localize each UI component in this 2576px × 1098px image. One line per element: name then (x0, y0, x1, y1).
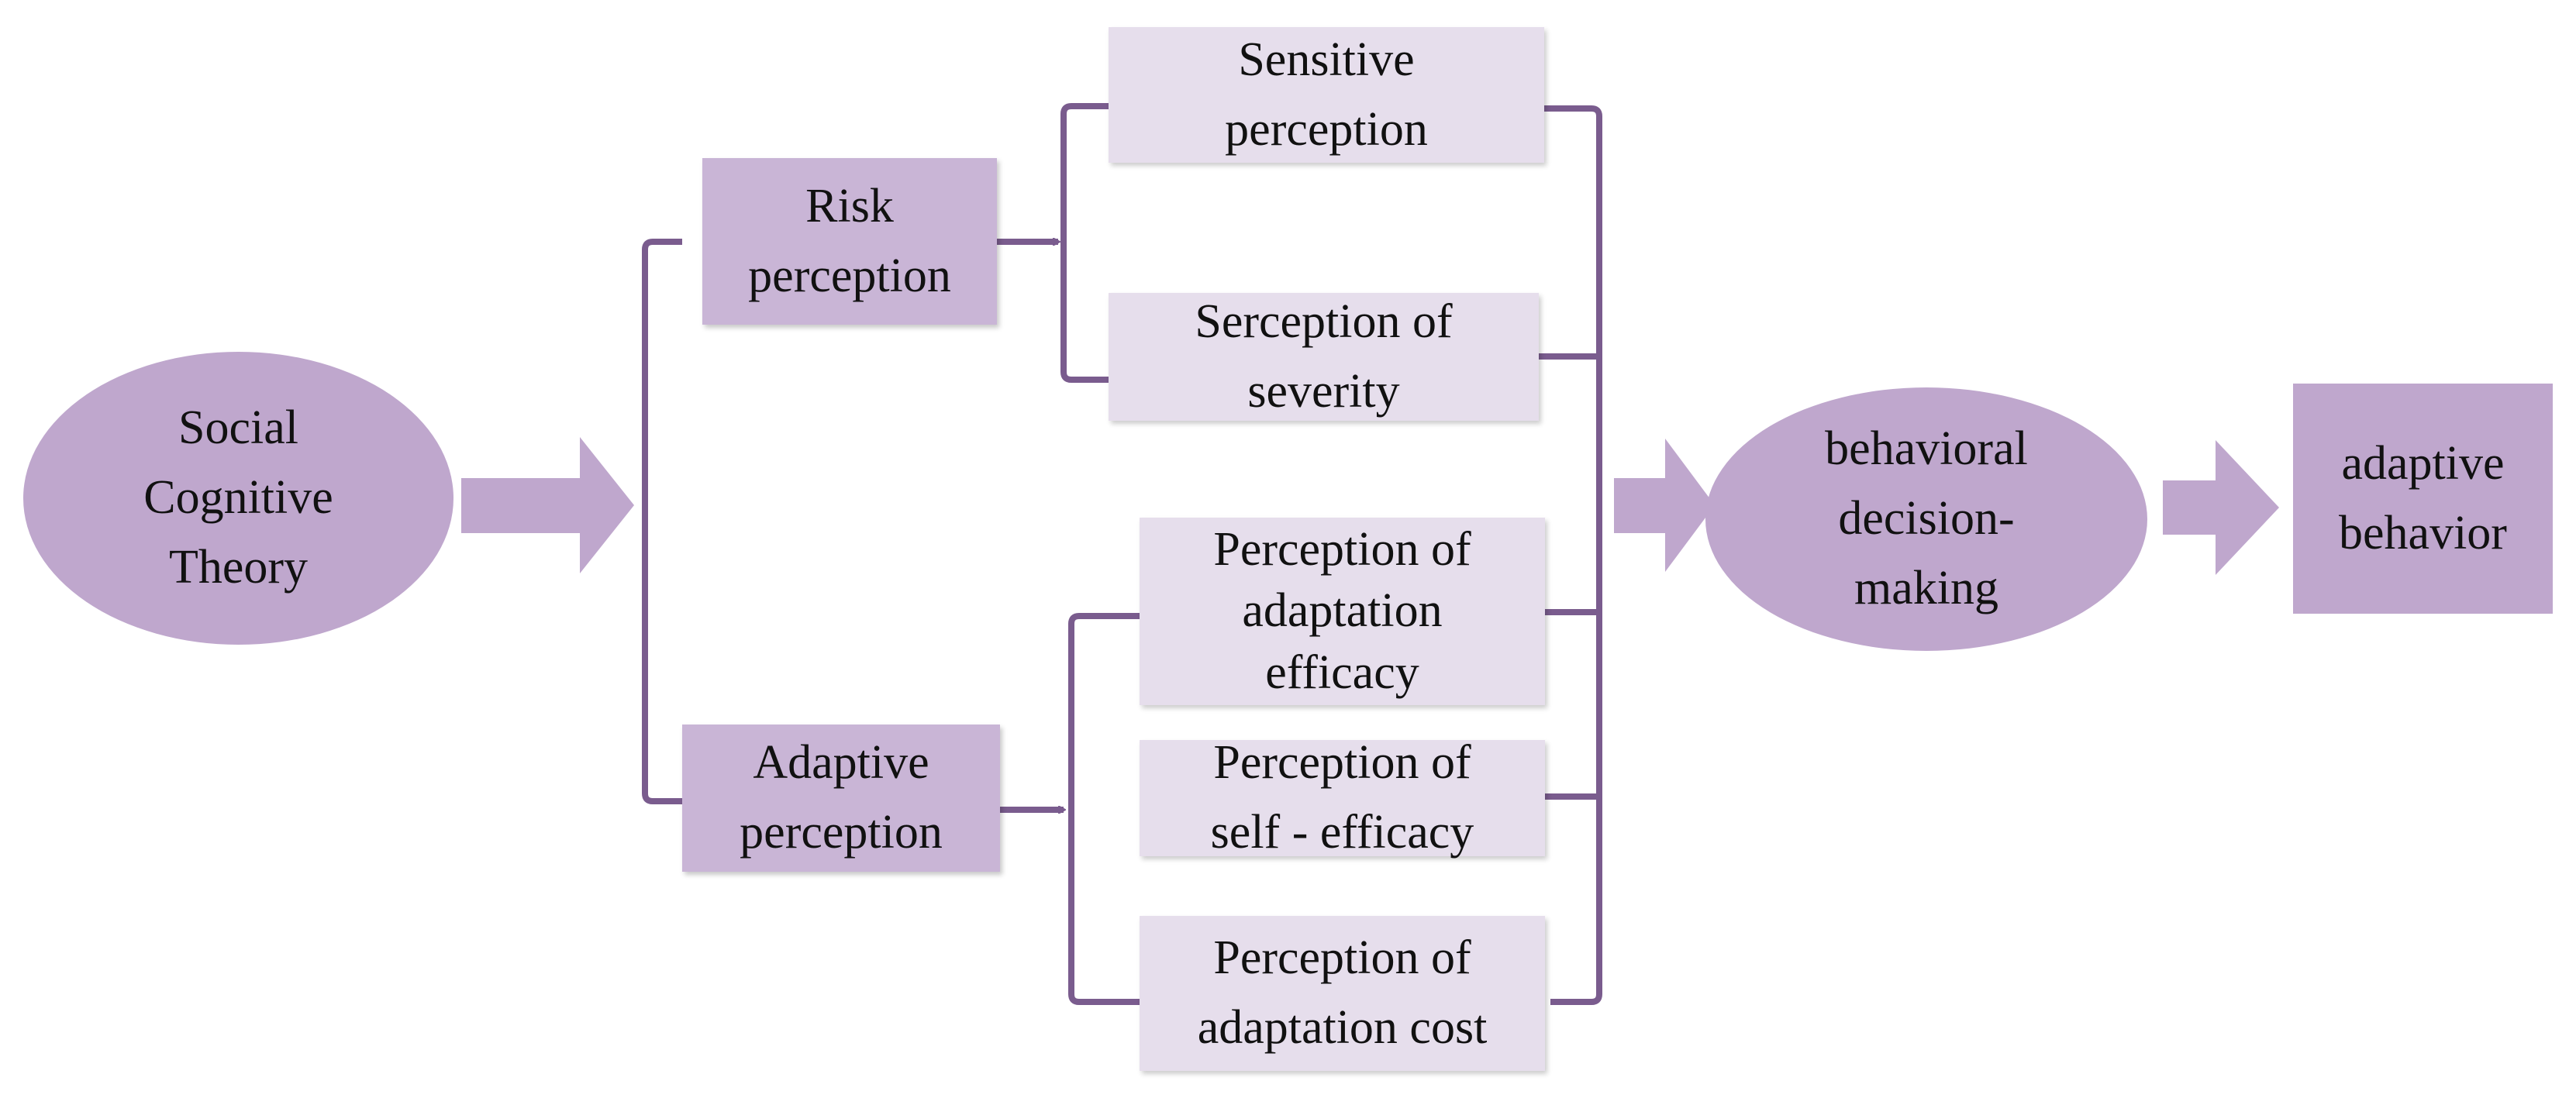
adaptive-behavior-label: adaptive behavior (2339, 436, 2507, 559)
perception-of-severity-label: Serception of severity (1195, 294, 1453, 418)
risk-perception-label: Risk perception (748, 179, 951, 302)
perception-of-self-efficacy-node: Perception of self - efficacy (1140, 736, 1545, 859)
social-cognitive-theory-label: Social Cognitive Theory (143, 401, 333, 594)
bracket-adaptive-branch (1068, 613, 1140, 1005)
adaptive-perception-label: Adaptive perception (740, 736, 943, 859)
social-cognitive-theory-node: Social Cognitive Theory (23, 352, 453, 645)
sensitive-perception-label: Sensitive perception (1225, 33, 1428, 156)
bracket-theory-split (642, 239, 682, 804)
behavioral-decision-making-label: behavioral decision- making (1825, 422, 2028, 614)
adaptive-perception-node: Adaptive perception (682, 725, 1000, 872)
bracket-collect (1544, 105, 1602, 1005)
risk-perception-node: Risk perception (702, 158, 997, 325)
sensitive-perception-node: Sensitive perception (1109, 27, 1544, 163)
block-arrow-theory-to-perceptions (461, 437, 634, 573)
perception-of-self-efficacy-label: Perception of self - efficacy (1210, 736, 1474, 859)
perception-of-adaptation-efficacy-label: Perception of adaptation efficacy (1213, 522, 1471, 699)
behavioral-decision-making-node: behavioral decision- making (1705, 387, 2147, 651)
block-arrow-perceptions-to-decision (1614, 439, 1715, 572)
block-arrow-decision-to-behavior (2163, 440, 2279, 575)
perception-of-adaptation-efficacy-node: Perception of adaptation efficacy (1140, 518, 1545, 705)
perception-of-adaptation-cost-label: Perception of adaptation cost (1197, 931, 1488, 1054)
bracket-risk-branch (1060, 103, 1109, 383)
adaptive-behavior-node: adaptive behavior (2293, 384, 2553, 614)
perception-of-severity-node: Serception of severity (1109, 293, 1539, 421)
perception-of-adaptation-cost-node: Perception of adaptation cost (1140, 916, 1545, 1071)
